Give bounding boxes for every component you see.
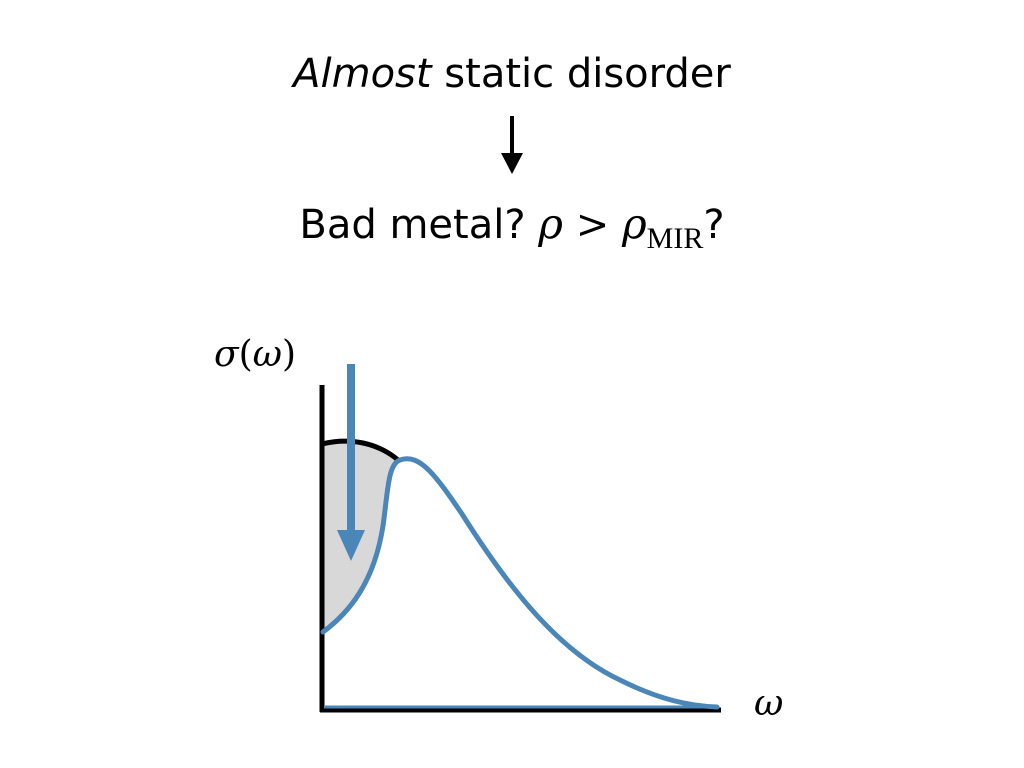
- question-prefix: Bad metal?: [299, 202, 539, 248]
- question-suffix: ?: [703, 202, 725, 248]
- y-axis-var: ω: [252, 334, 282, 375]
- rho-symbol: ρ: [538, 199, 563, 248]
- y-axis-open-paren: (: [238, 334, 253, 375]
- y-axis-label: σ(ω): [214, 330, 296, 380]
- rho-mir-subscript: MIR: [646, 222, 704, 255]
- title-line: Almost static disorder: [0, 46, 1024, 102]
- question-line: Bad metal? ρ > ρMIR?: [0, 194, 1024, 269]
- rho-mir-symbol: ρ: [621, 199, 647, 248]
- title-italic-word: Almost: [293, 51, 432, 97]
- x-axis-label: ω: [754, 683, 784, 724]
- y-axis-func: σ: [214, 334, 239, 375]
- y-axis-close-paren: ): [281, 334, 297, 375]
- spectral-shift-arrow-icon: [337, 364, 365, 561]
- title-rest: static disorder: [431, 51, 731, 97]
- conductivity-curve: [320, 456, 720, 710]
- drude-peak-curve: [321, 438, 400, 462]
- down-arrow-icon: [501, 116, 523, 174]
- greater-than: >: [563, 202, 622, 248]
